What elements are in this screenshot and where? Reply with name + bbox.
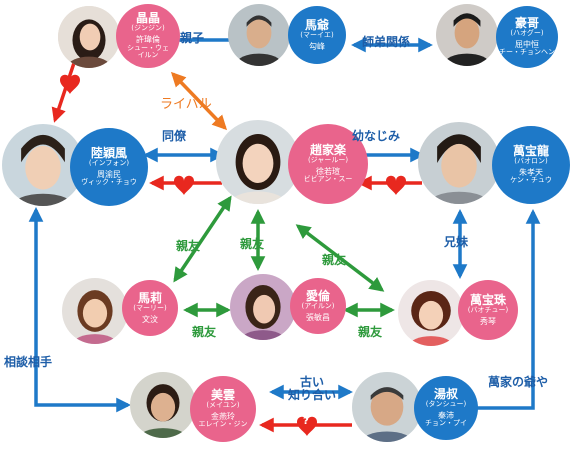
label-shinyu-4: 親友 — [192, 325, 217, 339]
name-ailun: 愛倫 — [305, 288, 330, 303]
line-shinyu-baozhu — [295, 224, 385, 292]
actor-mali: 文汶 — [142, 314, 158, 324]
label-shinyu-3: 親友 — [322, 253, 347, 267]
photo-meiyun — [130, 372, 196, 438]
reading-jingjing: (ジンジン) — [131, 24, 165, 33]
heart-icon — [297, 416, 317, 436]
reading-wanbaolong: (バオロン) — [514, 157, 548, 165]
heart-icon — [174, 175, 194, 195]
photo-mali — [62, 278, 128, 344]
line-bankaya — [466, 209, 541, 410]
actor-kana-zhaojiale: ビビアン・スー — [303, 175, 353, 184]
name-meiyun: 美雲 — [210, 387, 235, 402]
reading-zhaojiale: (ジャールー) — [307, 156, 349, 164]
reading-luyingfeng: (インフォン) — [88, 159, 130, 167]
photo-zhaojiale — [216, 120, 300, 204]
actor-kana-haoge: チー・チョンヘン — [499, 48, 555, 57]
actor-kana-luyingfeng: ヴィック・チョウ — [81, 178, 137, 187]
label-shinyu-2: 親友 — [240, 237, 265, 251]
photo-tangshu — [352, 372, 422, 442]
name-wanbaozhu: 萬宝珠 — [469, 292, 506, 307]
reading-tangshu: (タンシュー) — [425, 400, 467, 408]
label-kyoudai: 兄妹 — [444, 235, 469, 249]
photo-ailun — [230, 274, 296, 340]
label-furui: 古い 知り合い — [288, 376, 336, 401]
label-oyako: 親子 — [180, 31, 205, 45]
actor-ailun: 張敏昌 — [306, 312, 330, 322]
line-rival — [170, 71, 228, 131]
actor-kana-wanbaolong: ケン・チュウ — [510, 176, 552, 185]
photo-jingjing — [58, 6, 120, 68]
photo-wanbaolong — [418, 122, 500, 204]
reading-mali: (マーリー) — [133, 303, 167, 312]
name-luyingfeng: 陸穎風 — [90, 145, 127, 160]
line-soudan — [28, 207, 131, 413]
reading-meiyun: (メイユン) — [206, 401, 240, 409]
reading-wanbaozhu: (バオチュー) — [467, 305, 509, 314]
photo-luyingfeng — [2, 124, 84, 206]
line-jingjing-love — [51, 59, 77, 123]
reading-ailun: (アイルン) — [301, 301, 335, 310]
name-zhaojiale: 趙家楽 — [309, 142, 346, 157]
heart-icon — [60, 74, 80, 94]
label-shinyu-5: 親友 — [358, 325, 383, 339]
line-shinyu-mali — [173, 195, 232, 283]
actor-kana-tangshu: チョン・プイ — [425, 419, 467, 428]
label-question: ? — [303, 416, 309, 427]
name-tangshu: 湯叔 — [433, 386, 458, 401]
name-haoge: 豪哥 — [514, 15, 539, 30]
heart-icon — [386, 175, 406, 195]
actor-tangshu: 秦沛 — [438, 410, 454, 420]
photo-haoge — [436, 4, 498, 66]
photo-wanbaozhu — [398, 280, 464, 346]
actor-zhaojiale: 徐若瑄 — [316, 166, 340, 176]
label-furui-line1: 古い — [300, 375, 325, 389]
name-mayao: 馬爺 — [304, 17, 329, 32]
label-douryou: 同僚 — [162, 129, 187, 143]
label-bankaya: 萬家の爺や — [488, 375, 549, 389]
label-rival: ライバル — [160, 97, 212, 112]
actor-mayao: 勾峰 — [309, 41, 325, 51]
name-wanbaolong: 萬宝龍 — [512, 143, 549, 158]
name-mali: 馬莉 — [137, 290, 162, 305]
label-osananajimi: 幼なじみ — [352, 129, 401, 143]
actor-wanbaolong: 朱孝天 — [519, 167, 543, 177]
label-soudan: 相談相手 — [4, 355, 53, 369]
reading-haoge: (ハオグー) — [510, 29, 544, 37]
actor-meiyun: 金燕玲 — [211, 411, 235, 421]
photo-mayao — [228, 4, 290, 66]
actor-luyingfeng: 周渝民 — [97, 169, 121, 179]
reading-mayao: (マーイエ) — [300, 30, 334, 39]
label-furui-line2: 知り合い — [288, 387, 337, 402]
name-jingjing: 晶晶 — [135, 10, 160, 25]
actor-jingjing: 許瑋倫 — [136, 34, 160, 44]
label-shinyu-1: 親友 — [176, 239, 201, 253]
actor-kana-meiyun: エレイン・ジン — [198, 420, 248, 429]
actor-wanbaozhu: 秀琴 — [480, 316, 496, 326]
actor-haoge: 屈中恒 — [515, 39, 539, 49]
actor-kana-jingjing: シュー・ウェイルン — [127, 43, 169, 60]
label-shitei: 師弟関係 — [362, 35, 411, 49]
